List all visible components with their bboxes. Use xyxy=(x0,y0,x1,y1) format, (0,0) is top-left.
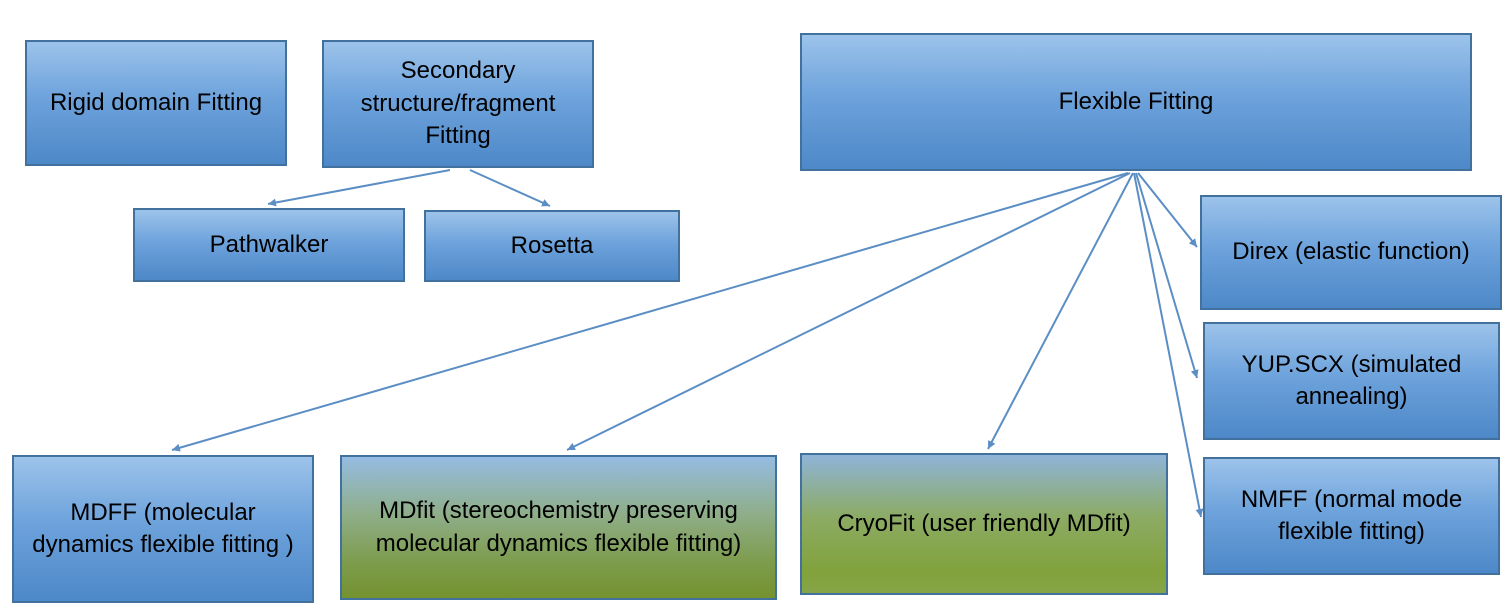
edge-secondary-rosetta xyxy=(469,169,551,207)
node-label: Secondary structure/fragment Fitting xyxy=(360,57,556,150)
node-label: MDfit (stereochemistry preserving molecu… xyxy=(375,497,742,557)
node-flexible-fitting: Flexible Fitting xyxy=(800,33,1472,171)
node-label: Rigid domain Fitting xyxy=(49,88,263,116)
node-secondary-structure-fragment-fitting: Secondary structure/fragment Fitting xyxy=(322,40,594,168)
node-direx-elastic-function: Direx (elastic function) xyxy=(1200,195,1502,310)
node-label: YUP.SCX (simulated annealing) xyxy=(1241,350,1462,410)
node-label: Pathwalker xyxy=(209,230,329,258)
node-label: CryoFit (user friendly MDfit) xyxy=(837,509,1131,537)
edge-flexible-cryofit xyxy=(987,172,1134,450)
node-label: NMFF (normal mode flexible fitting) xyxy=(1240,485,1463,545)
edge-secondary-pathwalker xyxy=(267,169,451,207)
node-label: Direx (elastic function) xyxy=(1232,238,1470,266)
node-label: Flexible Fitting xyxy=(1058,87,1214,115)
node-rosetta: Rosetta xyxy=(424,210,680,282)
node-mdfit-stereochemistry-preserving: MDfit (stereochemistry preserving molecu… xyxy=(340,455,777,600)
edge-flexible-direx xyxy=(1137,172,1198,248)
node-cryofit-user-friendly-mdfit: CryoFit (user friendly MDfit) xyxy=(800,453,1168,595)
node-label: MDFF (molecular dynamics flexible fittin… xyxy=(32,498,294,558)
node-label: Rosetta xyxy=(510,231,594,259)
node-mdff-molecular-dynamics-flexible-fitting: MDFF (molecular dynamics flexible fittin… xyxy=(12,455,314,603)
node-yupscx-simulated-annealing: YUP.SCX (simulated annealing) xyxy=(1203,322,1500,440)
node-pathwalker: Pathwalker xyxy=(133,208,405,282)
edge-flexible-yupscx xyxy=(1135,172,1199,379)
node-rigid-domain-fitting: Rigid domain Fitting xyxy=(25,40,287,166)
node-nmff-normal-mode-flexible-fitting: NMFF (normal mode flexible fitting) xyxy=(1203,457,1500,575)
